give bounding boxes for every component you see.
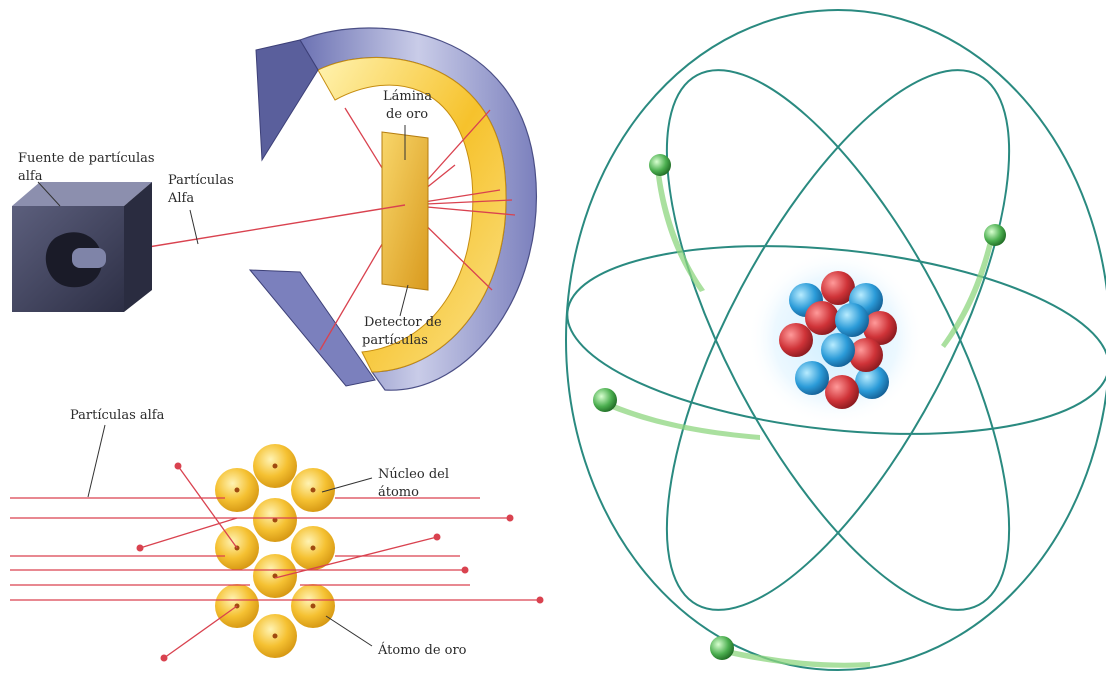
ray-end-dots bbox=[136, 462, 544, 662]
gold-atom bbox=[253, 554, 297, 598]
neutron bbox=[795, 361, 829, 395]
orbit-outer bbox=[565, 9, 1106, 671]
electron bbox=[649, 154, 671, 176]
gold-atom-scattering: Partículas alfa bbox=[10, 408, 544, 662]
neutron bbox=[835, 303, 869, 337]
gold-atom bbox=[253, 498, 297, 542]
proton bbox=[805, 301, 839, 335]
electron bbox=[984, 224, 1006, 246]
nucleus bbox=[779, 271, 897, 409]
detector-ring-top-end bbox=[255, 39, 319, 162]
gold-atom bbox=[291, 526, 335, 570]
orbit-horizontal bbox=[566, 245, 1106, 435]
orbit-diagonal-a bbox=[665, 69, 1011, 611]
electrons bbox=[593, 154, 1006, 660]
proton bbox=[821, 271, 855, 305]
detector-ring-inner bbox=[317, 57, 507, 373]
nucleus-leader bbox=[321, 477, 373, 493]
alpha-particles-leader bbox=[87, 424, 106, 498]
proton bbox=[825, 375, 859, 409]
alpha-rays-straight bbox=[10, 497, 540, 601]
gold-foil-experiment: Fuente de partículas alfa Partículas Alf… bbox=[12, 27, 537, 391]
gold-atom bbox=[291, 468, 335, 512]
alpha-beam bbox=[129, 204, 406, 251]
gold-atom-lattice bbox=[215, 444, 335, 658]
proton bbox=[863, 311, 897, 345]
detector-ring-bottom-end bbox=[248, 269, 376, 387]
gold-atom-leader bbox=[325, 615, 373, 647]
gold-atom bbox=[253, 614, 297, 658]
electron bbox=[710, 636, 734, 660]
source-label: Fuente de partículas alfa bbox=[18, 151, 159, 184]
orbit-diagonal-b bbox=[665, 69, 1011, 611]
proton bbox=[849, 338, 883, 372]
alpha-beam-label: Partículas Alfa bbox=[167, 173, 238, 206]
nucleus-label: Núcleo del átomo bbox=[378, 467, 453, 500]
atom-model bbox=[565, 9, 1106, 671]
neutron bbox=[855, 365, 889, 399]
alpha-source-box bbox=[12, 182, 152, 312]
detector-label: Detector de partículas bbox=[362, 315, 446, 348]
proton bbox=[779, 323, 813, 357]
alpha-rays-deflected bbox=[139, 465, 438, 659]
neutron bbox=[821, 333, 855, 367]
gold-atom bbox=[215, 468, 259, 512]
gold-foil-label: Lámina de oro bbox=[383, 89, 436, 122]
orbits bbox=[565, 9, 1106, 671]
electron bbox=[593, 388, 617, 412]
gold-atom bbox=[253, 444, 297, 488]
leader-lines-top bbox=[37, 125, 409, 317]
gold-atom-label: Átomo de oro bbox=[377, 642, 467, 658]
gold-atom bbox=[291, 584, 335, 628]
gold-foil bbox=[381, 131, 429, 291]
alpha-particles-label: Partículas alfa bbox=[70, 408, 165, 423]
